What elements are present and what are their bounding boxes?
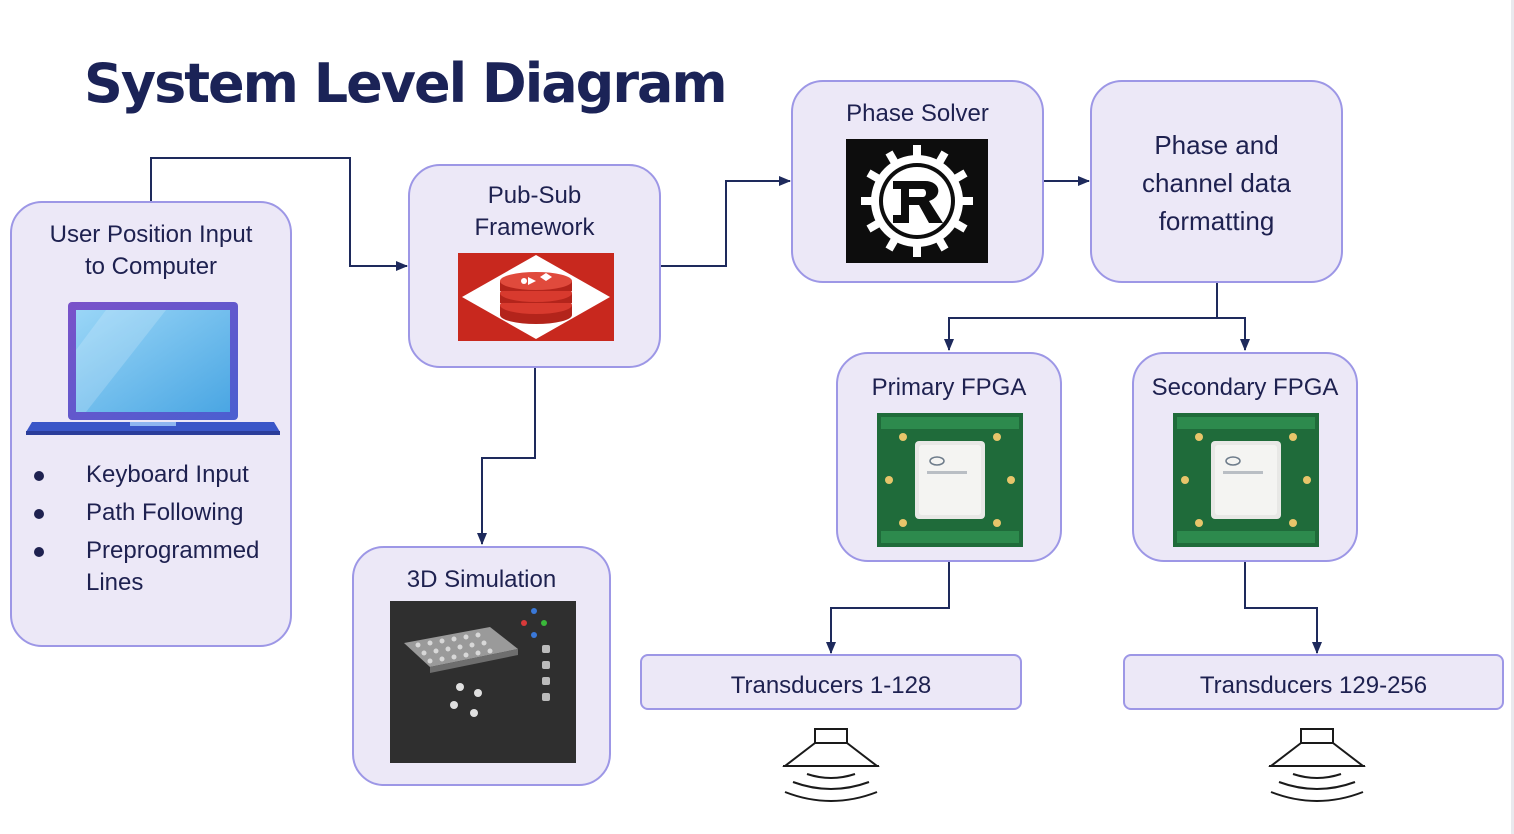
page-edge [1511,0,1514,834]
speaker-icon [1268,728,1366,802]
transducers-1-128-label: Transducers 1-128 [730,672,932,699]
secondary-fpga-node: Secondary FPGA [1132,352,1358,562]
simulation-node: 3D Simulation [352,546,611,786]
phase-solver-node: Phase Solver [791,80,1044,283]
user-input-label: User Position Input to Computer [49,221,253,280]
user-input-bullets: Keyboard Input Path Following Preprogram… [26,459,259,605]
pubsub-node: Pub-Sub Framework [408,164,661,368]
user-input-node: User Position Input to Computer Keyboard… [10,201,292,647]
transducers-129-256-label: Transducers 129-256 [1199,672,1428,699]
redis-logo-icon [458,253,614,341]
arrow-formatting-to-secondary [1217,317,1250,351]
primary-fpga-node: Primary FPGA [836,352,1062,562]
pubsub-label: Pub-Sub Framework [474,182,595,241]
arrow-pubsub-to-phase-solver [661,176,791,267]
formatting-node: Phase and channel data formatting [1090,80,1343,283]
transducers-1-128-node: Transducers 1-128 [640,654,1022,710]
secondary-fpga-label: Secondary FPGA [1151,374,1339,401]
fpga-board-icon [877,413,1023,547]
bullet-keyboard-input: Keyboard Input [26,459,259,491]
bullet-path-following: Path Following [26,497,259,529]
primary-fpga-label: Primary FPGA [871,374,1027,401]
arrow-user-to-pubsub [150,157,408,271]
arrow-formatting-to-primary [944,283,1218,351]
phase-solver-label: Phase Solver [846,100,989,127]
arrow-primary-to-transducers [826,562,950,654]
page-title: System Level Diagram [84,52,728,115]
rust-logo-icon [846,139,988,263]
simulation-label: 3D Simulation [406,566,557,593]
arrow-pubsub-to-simulation [477,368,536,545]
fpga-board-icon [1173,413,1319,547]
laptop-icon [26,302,280,435]
transducers-129-256-node: Transducers 129-256 [1123,654,1504,710]
simulation-render-icon [390,601,576,763]
speaker-icon [782,728,880,802]
bullet-preprogrammed-lines: Preprogrammed Lines [26,535,259,599]
formatting-label: Phase and channel data formatting [1142,130,1291,236]
arrow-secondary-to-transducers [1244,562,1322,654]
